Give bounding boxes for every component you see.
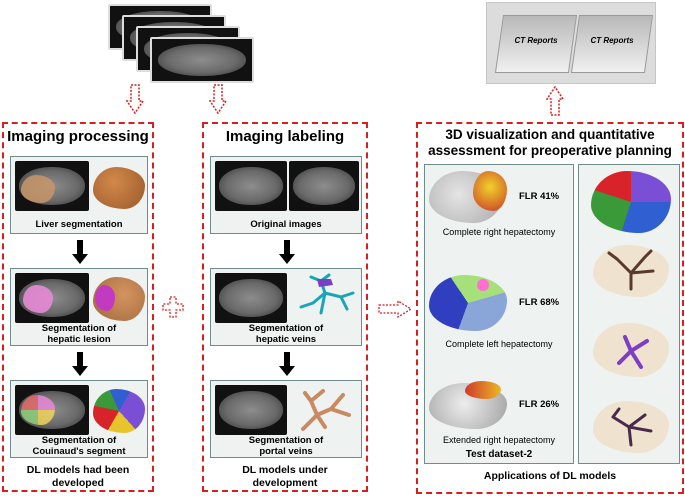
down-arrow-icon [72, 352, 88, 376]
ct-slice [150, 37, 254, 83]
ct-image-stack [108, 4, 263, 84]
ct-image [215, 385, 287, 435]
vessel-models-card [578, 164, 680, 464]
panel-title: Imaging processing [7, 128, 149, 145]
ct-report-label-left: CT Reports [514, 36, 558, 45]
liver-overlay [21, 175, 55, 203]
resection-region [465, 381, 501, 399]
ct-image [289, 161, 359, 211]
lesion-3d-model [477, 279, 489, 291]
imaging-labeling-panel: Imaging labeling Original images Segment… [202, 122, 368, 492]
procedure-label: Complete left hepatectomy [445, 339, 553, 349]
card-caption: Liver segmentation [35, 219, 123, 230]
ct-image [215, 161, 287, 211]
right-arrow-icon [378, 300, 412, 318]
down-arrow-icon [126, 84, 144, 114]
panel-footer: DL models had been developed [26, 464, 130, 489]
portal-veins-card: Segmentation of portal veins [210, 380, 362, 458]
procedure-label: Complete right hepatectomy [442, 227, 556, 237]
segment-overlay [21, 395, 55, 425]
panel-footer: Applications of DL models [483, 470, 617, 482]
hepatic-vein-model [299, 273, 355, 315]
card-caption: Segmentation of hepatic veins [248, 323, 324, 345]
imaging-processing-panel: Imaging processing Liver segmentation Se… [2, 122, 154, 492]
portal-vein-model [301, 389, 351, 431]
dataset-label: Test dataset-2 [465, 449, 533, 460]
lesion-overlay [23, 285, 53, 313]
panel-footer: DL models under development [242, 464, 328, 489]
down-arrow-icon [279, 352, 295, 376]
up-arrow-icon [546, 86, 564, 116]
liver-segmentation-card: Liver segmentation [10, 156, 148, 234]
vessel-tree [611, 407, 653, 447]
vessel-tree [617, 335, 649, 369]
liver-3d-model [93, 167, 145, 209]
ct-image [215, 273, 287, 323]
down-arrow-icon [209, 84, 227, 114]
ct-report-label-right: CT Reports [590, 36, 634, 45]
lesion-3d-model [95, 285, 115, 311]
plus-icon [162, 296, 184, 318]
card-caption: Original images [250, 219, 322, 230]
procedure-label: Extended right hepatectomy [442, 435, 556, 445]
hepatic-lesion-card: Segmentation of hepatic lesion [10, 268, 148, 346]
ct-reports-box: CT Reports CT Reports [486, 2, 656, 84]
segments-3d-model [591, 171, 671, 233]
original-images-card: Original images [210, 156, 362, 234]
resection-region [473, 171, 507, 211]
panel-title: Imaging labeling [225, 128, 345, 145]
card-caption: Segmentation of hepatic lesion [41, 323, 117, 345]
test-dataset-card: FLR 41% Complete right hepatectomy FLR 6… [424, 164, 574, 464]
liver-3d-model [429, 275, 507, 331]
card-caption: Segmentation of portal veins [248, 435, 324, 457]
flr-value: FLR 68% [519, 297, 560, 308]
down-arrow-icon [72, 240, 88, 264]
couinaud-segment-card: Segmentation of Couinaud's segment [10, 380, 148, 458]
applications-panel: 3D visualization and quantitative assess… [416, 122, 684, 494]
card-caption: Segmentation of Couinaud's segment [32, 435, 126, 457]
segments-3d-model [93, 389, 145, 433]
down-arrow-icon [279, 240, 295, 264]
panel-title: 3D visualization and quantitative assess… [428, 127, 672, 158]
hepatic-veins-card: Segmentation of hepatic veins [210, 268, 362, 346]
vessel-tree [607, 249, 655, 291]
flr-value: FLR 41% [519, 191, 560, 202]
flr-value: FLR 26% [519, 399, 560, 410]
